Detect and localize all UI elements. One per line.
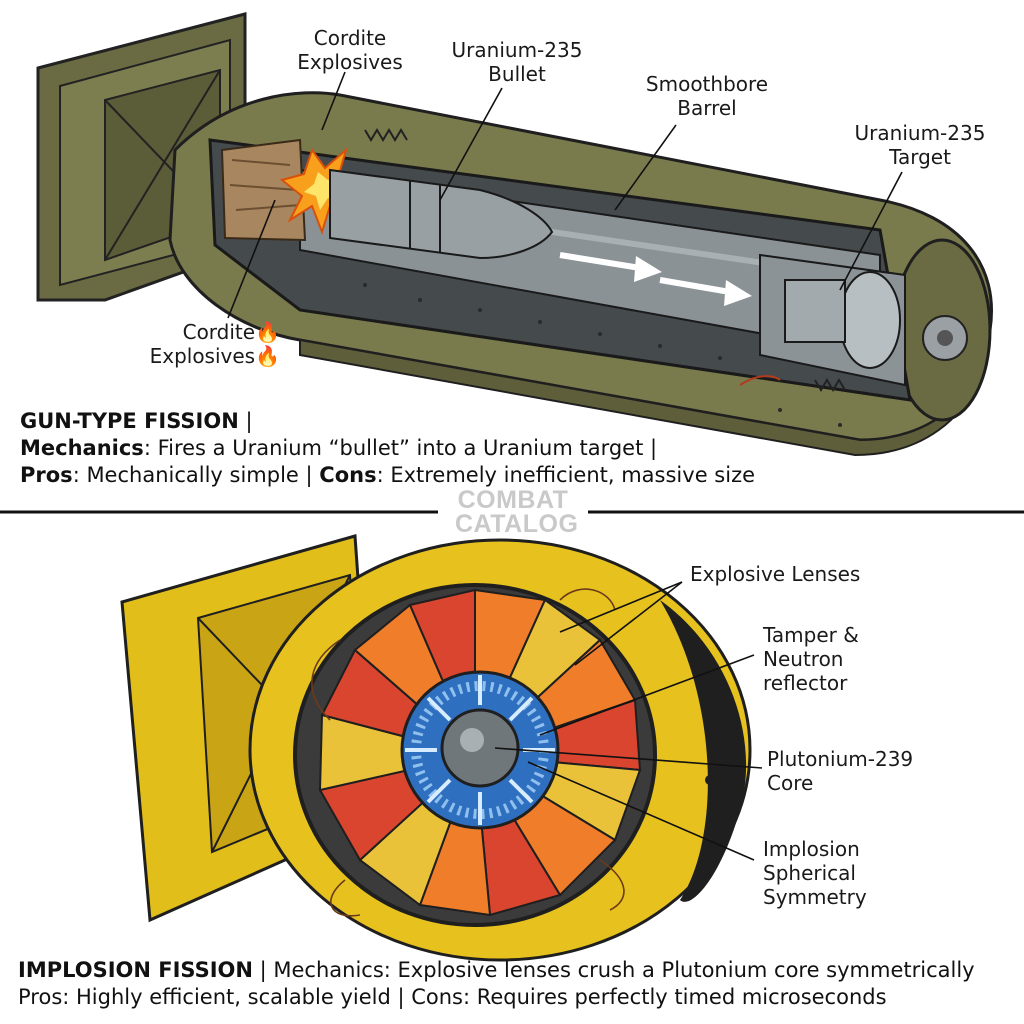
flame-icon: 🔥 <box>255 344 280 368</box>
label-implosion-symmetry: Implosion Spherical Symmetry <box>763 837 867 909</box>
label-cordite-bottom: Cordite🔥 Explosives🔥 <box>140 320 280 368</box>
gun-caption-title: GUN-TYPE FISSION <box>20 409 239 433</box>
motion-arrow <box>559 252 641 271</box>
label-line: Uranium-235 <box>451 38 583 62</box>
label-plutonium-core: Plutonium-239 Core <box>767 747 913 795</box>
label-line: Cordite🔥 <box>182 320 280 344</box>
caption-separator: | <box>238 409 253 433</box>
implosion-leader-lines <box>494 581 763 861</box>
caption-key: Mechanics <box>20 436 144 460</box>
label-line: Implosion <box>763 837 860 861</box>
label-uranium-target: Uranium-235 Target <box>850 121 990 169</box>
label-line: Spherical <box>763 861 856 885</box>
label-line: Explosives <box>297 50 403 74</box>
implosion-caption-line1: IMPLOSION FISSION | Mechanics: Explosive… <box>18 957 975 984</box>
caption-key: Pros <box>20 463 73 487</box>
gun-leader-lines <box>227 71 903 319</box>
label-line: Barrel <box>677 96 737 120</box>
caption-key: Cons <box>319 463 377 487</box>
caption-value: : Fires a Uranium “bullet” into a Uraniu… <box>143 436 658 460</box>
gun-caption-pros-cons: Pros: Mechanically simple | Cons: Extrem… <box>20 462 755 489</box>
implosion-caption-title: IMPLOSION FISSION <box>18 958 253 982</box>
watermark-line: COMBAT <box>457 486 569 514</box>
watermark-line: CATALOG <box>455 510 579 538</box>
caption-value: : Extremely inefficient, massive size <box>376 463 756 487</box>
label-line: Target <box>889 145 951 169</box>
gun-type-bomb <box>36 12 993 457</box>
motion-arrow <box>659 277 731 295</box>
implosion-bomb <box>120 534 763 962</box>
label-line: Uranium-235 <box>854 121 986 145</box>
label-tamper: Tamper & Neutron reflector <box>763 623 859 695</box>
label-line: Core <box>767 771 814 795</box>
label-smoothbore-barrel: Smoothbore Barrel <box>632 72 782 120</box>
label-line: Smoothbore <box>645 72 769 96</box>
label-line: Explosive Lenses <box>690 562 861 586</box>
label-line: Cordite <box>313 26 387 50</box>
detonator-wires <box>311 588 625 917</box>
watermark: COMBAT CATALOG <box>455 486 579 538</box>
label-uranium-bullet: Uranium-235 Bullet <box>447 38 587 86</box>
label-line: Neutron <box>763 647 844 671</box>
flame-icon: 🔥 <box>255 320 280 344</box>
caption-value: | Mechanics: Explosive lenses crush a Pl… <box>252 958 975 982</box>
label-line: reflector <box>763 671 848 695</box>
label-cordite-top: Cordite Explosives <box>290 26 410 74</box>
implosion-arrows <box>405 675 555 825</box>
gun-caption-mechanics: Mechanics: Fires a Uranium “bullet” into… <box>20 435 755 462</box>
implosion-caption-line2: Pros: Highly efficient, scalable yield |… <box>18 985 887 1009</box>
label-line: Bullet <box>488 62 546 86</box>
label-line: Symmetry <box>763 885 867 909</box>
caption-value: : Mechanically simple | <box>72 463 320 487</box>
implosion-caption: IMPLOSION FISSION | Mechanics: Explosive… <box>18 957 975 1011</box>
gun-caption: GUN-TYPE FISSION | Mechanics: Fires a Ur… <box>20 408 755 489</box>
gun-caption-title-line: GUN-TYPE FISSION | <box>20 408 755 435</box>
label-line: Plutonium-239 <box>767 747 914 771</box>
label-line: Tamper & <box>763 623 859 647</box>
label-explosive-lenses: Explosive Lenses <box>690 562 860 586</box>
label-line: Explosives🔥 <box>149 344 280 368</box>
